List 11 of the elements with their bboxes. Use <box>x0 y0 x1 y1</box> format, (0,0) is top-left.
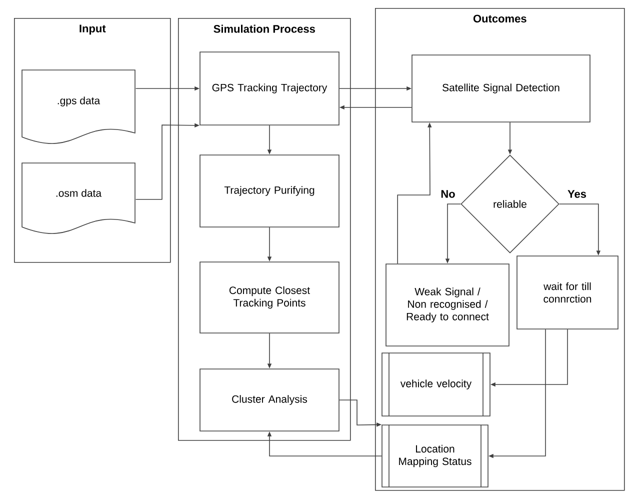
process-box: GPS Tracking Trajectory <box>200 52 340 126</box>
process-box: Trajectory Purifying <box>200 154 340 228</box>
process-box: Compute Closest Tracking Points <box>200 262 340 334</box>
predefined-process-box: Location Mapping Status <box>382 424 488 488</box>
process-box: Satellite Signal Detection <box>412 54 590 122</box>
edge-label: No <box>440 189 456 199</box>
process-box: Weak Signal / Non recognised / Ready to connect <box>386 264 510 346</box>
edge-label: Yes <box>566 189 588 199</box>
process-box: wait for till connrction <box>516 256 618 330</box>
predefined-process-box: vehicle velocity <box>382 352 490 416</box>
process-box: Cluster Analysis <box>200 368 340 432</box>
